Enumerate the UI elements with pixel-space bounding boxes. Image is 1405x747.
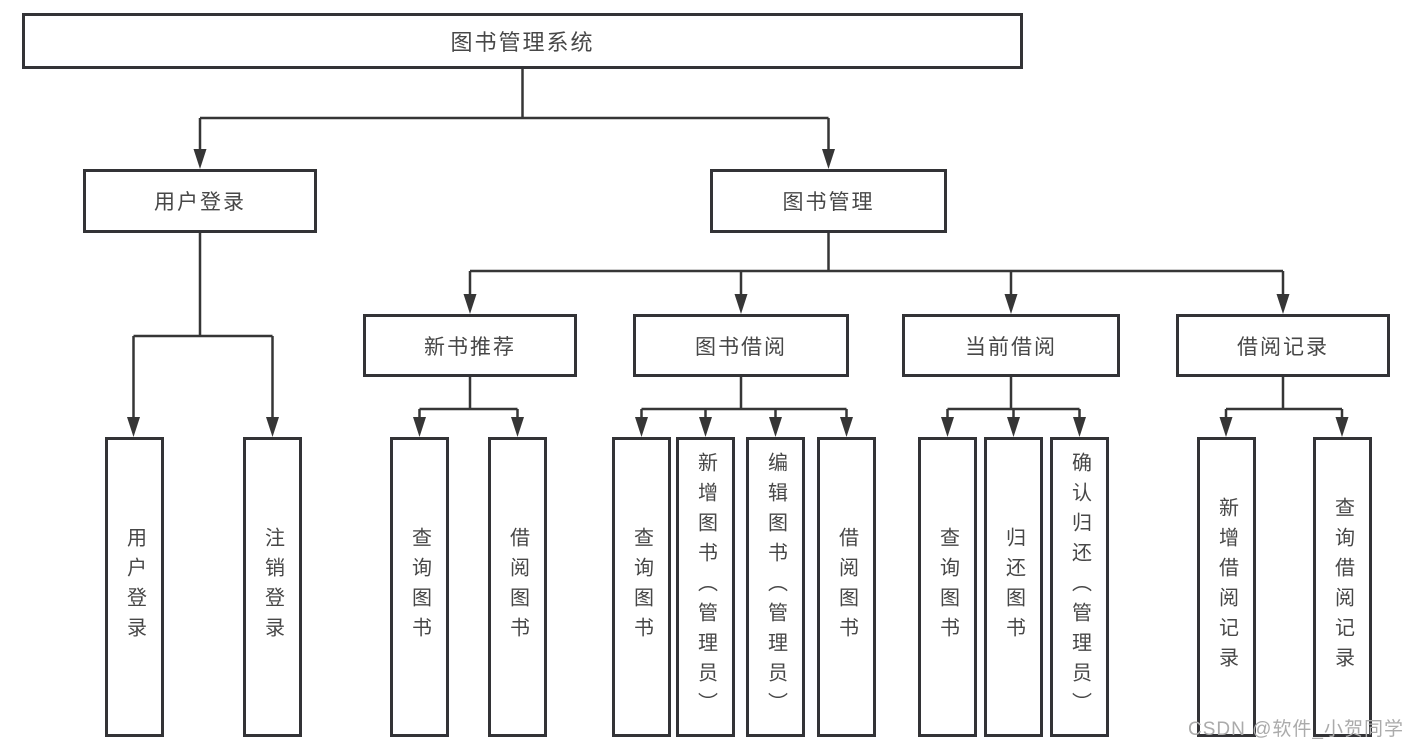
node-label: 用户登录 [154,191,246,214]
node-label: 借阅记录 [1237,335,1329,359]
leaf-borrow-books-1: 借阅图书 [488,437,547,737]
node-book-management: 图书管理 [710,169,947,233]
node-label: 新书推荐 [424,335,516,359]
node-book-borrowing: 图书借阅 [633,314,849,377]
leaf-query-books-1: 查询图书 [390,437,449,737]
leaf-return-books: 归还图书 [984,437,1043,737]
leaf-label: 查询图书 [936,527,959,647]
leaf-add-books-admin: 新增图书（管理员） [676,437,735,737]
node-label: 图书管理 [782,191,875,214]
leaf-query-books-3: 查询图书 [918,437,977,737]
leaf-logout: 注销登录 [243,437,302,737]
leaf-label: 新增图书（管理员） [694,452,717,722]
leaf-label: 查询图书 [630,527,653,647]
leaf-label: 借阅图书 [835,527,858,647]
node-borrowing-records: 借阅记录 [1176,314,1390,377]
leaf-query-borrow-record: 查询借阅记录 [1313,437,1372,737]
leaf-borrow-books-2: 借阅图书 [817,437,876,737]
csdn-watermark: CSDN @软件_小贺同学 [1188,719,1404,740]
leaf-confirm-return-admin: 确认归还（管理员） [1050,437,1109,737]
leaf-label: 编辑图书（管理员） [764,452,787,722]
leaf-label: 用户登录 [123,527,146,647]
node-label: 图书管理系统 [450,30,595,55]
leaf-query-books-2: 查询图书 [612,437,671,737]
node-library-management-system: 图书管理系统 [22,13,1023,69]
leaf-label: 查询借阅记录 [1331,497,1354,677]
leaf-label: 注销登录 [261,527,284,647]
leaf-label: 确认归还（管理员） [1068,452,1091,722]
node-label: 当前借阅 [965,335,1057,359]
leaf-user-login: 用户登录 [105,437,164,737]
leaf-edit-books-admin: 编辑图书（管理员） [746,437,805,737]
node-user-login: 用户登录 [83,169,317,233]
node-current-borrowing: 当前借阅 [902,314,1120,377]
leaf-add-borrow-record: 新增借阅记录 [1197,437,1256,737]
leaf-label: 新增借阅记录 [1215,497,1238,677]
leaf-label: 查询图书 [408,527,431,647]
node-new-book-recommendation: 新书推荐 [363,314,577,377]
leaf-label: 归还图书 [1002,527,1025,647]
leaf-label: 借阅图书 [506,527,529,647]
node-label: 图书借阅 [695,335,787,359]
